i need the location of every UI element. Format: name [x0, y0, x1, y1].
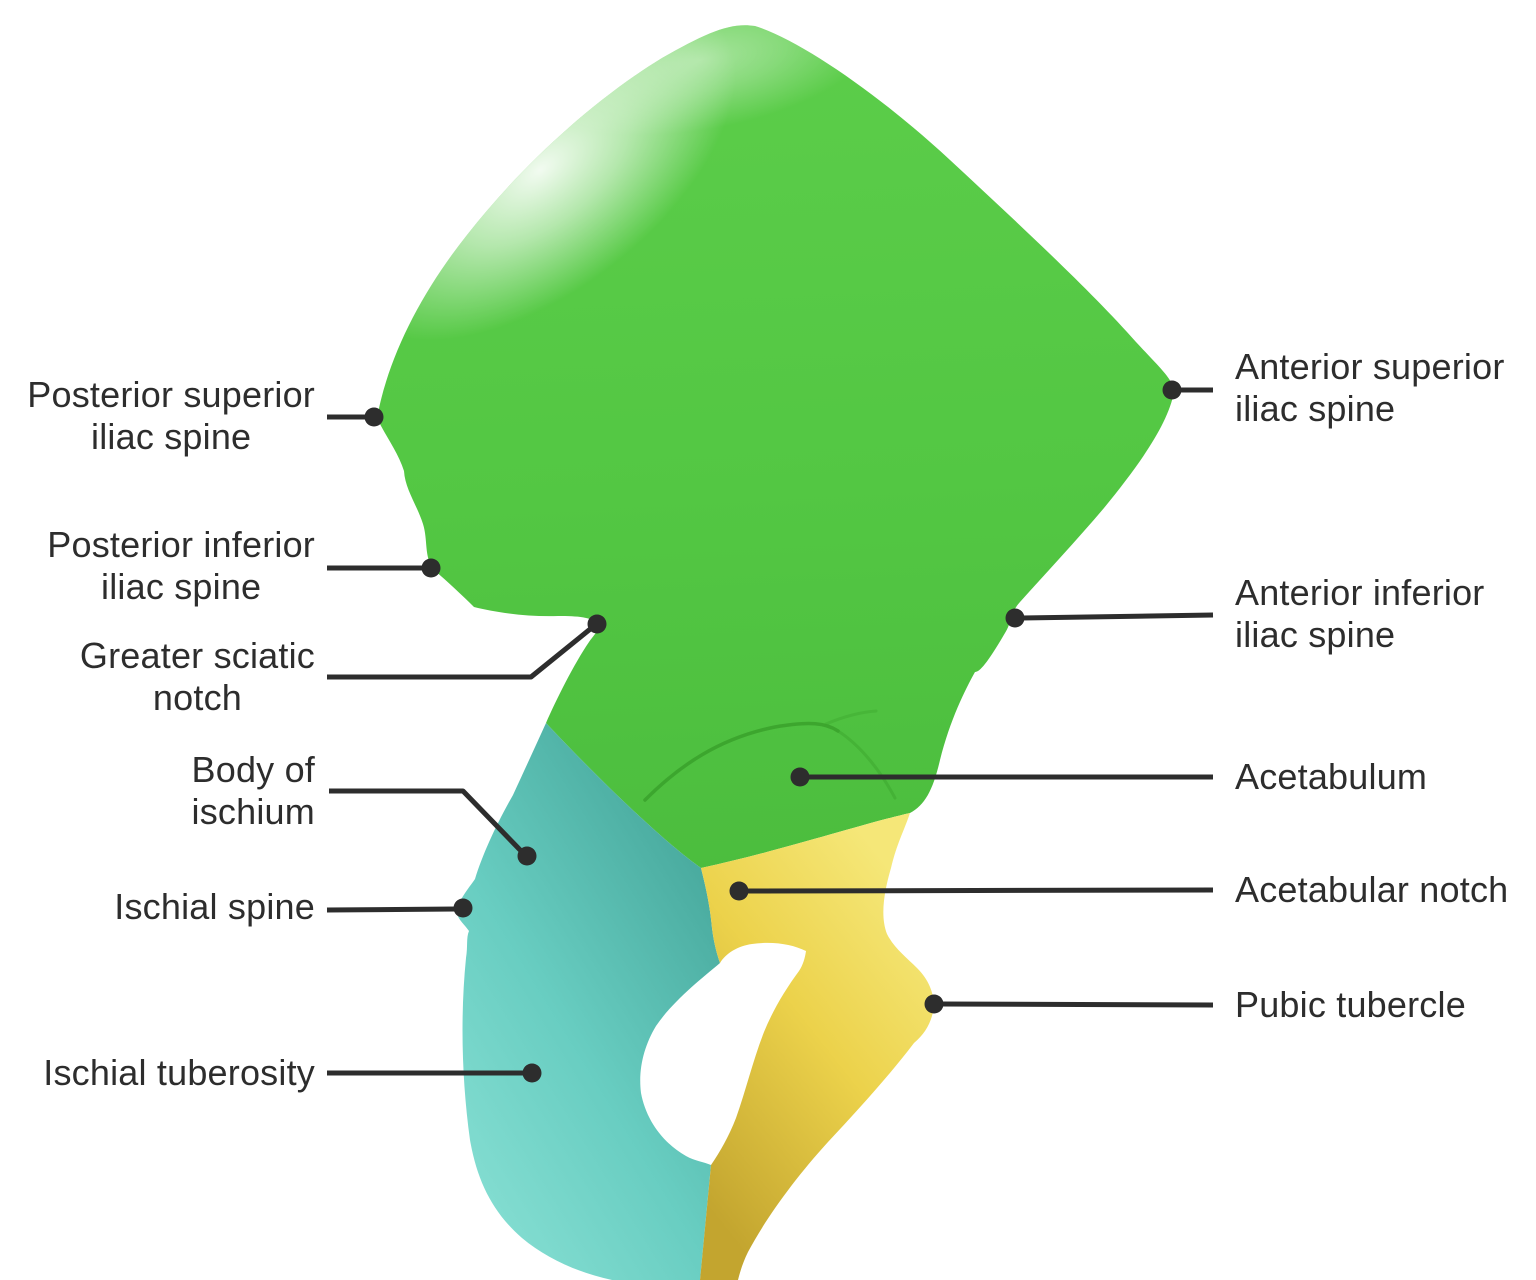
- dot-posterior-superior-iliac-spine: [364, 407, 384, 427]
- leader-greater-sciatic-notch: [327, 624, 596, 680]
- dot-acetabulum: [790, 767, 810, 787]
- pubis-region: [700, 813, 934, 1280]
- leader-ischial-spine: [326, 906, 457, 913]
- label-posterior-inferior-iliac-spine: Posterior inferior iliac spine: [47, 524, 315, 607]
- label-acetabulum: Acetabulum: [1235, 756, 1428, 797]
- label-anterior-superior-iliac-spine: Anterior superior iliac spine: [1235, 346, 1505, 429]
- dot-ischial-tuberosity: [522, 1063, 542, 1083]
- label-posterior-superior-iliac-spine: Posterior superior iliac spine: [27, 374, 315, 457]
- leader-acetabular-notch: [745, 887, 1214, 894]
- acetabulum-rim-crease-right: [836, 729, 897, 800]
- dot-anterior-superior-iliac-spine: [1162, 380, 1182, 400]
- dot-posterior-inferior-iliac-spine: [421, 558, 441, 578]
- dot-anterior-inferior-iliac-spine: [1005, 608, 1025, 628]
- dot-ischial-spine: [453, 898, 473, 918]
- acetabulum-rim-fold: [824, 709, 878, 726]
- acetabulum-rim-crease: [643, 721, 840, 802]
- label-acetabular-notch: Acetabular notch: [1235, 869, 1509, 910]
- leader-pubic-tubercle: [940, 1001, 1214, 1008]
- label-pubic-tubercle: Pubic tubercle: [1235, 984, 1466, 1025]
- label-ischial-tuberosity: Ischial tuberosity: [43, 1052, 315, 1093]
- dot-pubic-tubercle: [924, 994, 944, 1014]
- label-body-of-ischium: Body of ischium: [191, 749, 315, 832]
- ilium-region: [377, 25, 1174, 868]
- label-ischial-spine: Ischial spine: [114, 886, 315, 927]
- label-anterior-inferior-iliac-spine: Anterior inferior iliac spine: [1235, 572, 1485, 655]
- leader-anterior-inferior-iliac-spine: [1021, 612, 1214, 621]
- leader-body-of-ischium: [329, 788, 526, 856]
- dot-greater-sciatic-notch: [587, 614, 607, 634]
- dot-acetabular-notch: [729, 881, 749, 901]
- dot-body-of-ischium: [517, 846, 537, 866]
- label-greater-sciatic-notch: Greater sciatic notch: [79, 635, 315, 718]
